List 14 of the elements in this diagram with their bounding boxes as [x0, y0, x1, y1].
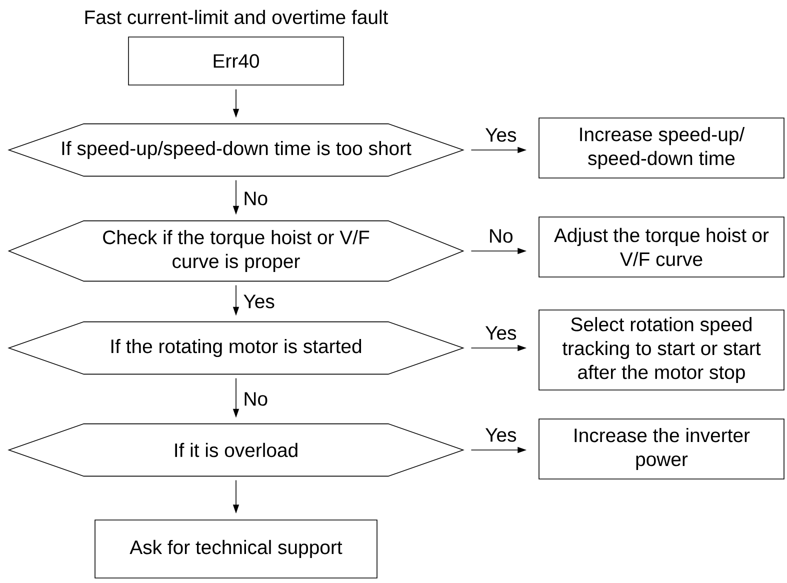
process-box: Ask for technical support — [94, 520, 378, 578]
process-box: Err40 — [128, 36, 344, 86]
title: Fast current-limit and overtime fault — [85, 10, 388, 24]
process-box: Adjust the torque hoist or V/F curve — [538, 216, 784, 278]
process-box: Increase the inverter power — [538, 418, 784, 480]
edge-label: No — [488, 228, 514, 244]
edge-label: No — [242, 391, 270, 407]
edge-label: Yes — [484, 325, 518, 341]
edge-label: Yes — [484, 427, 518, 443]
process-box: Increase speed-up/ speed-down time — [538, 118, 784, 178]
edge-label: No — [242, 190, 270, 206]
edge-label: Yes — [484, 127, 518, 143]
edge-label: Yes — [242, 294, 276, 310]
process-box: Select rotation speed tracking to start or start after the motor stop — [538, 310, 784, 390]
